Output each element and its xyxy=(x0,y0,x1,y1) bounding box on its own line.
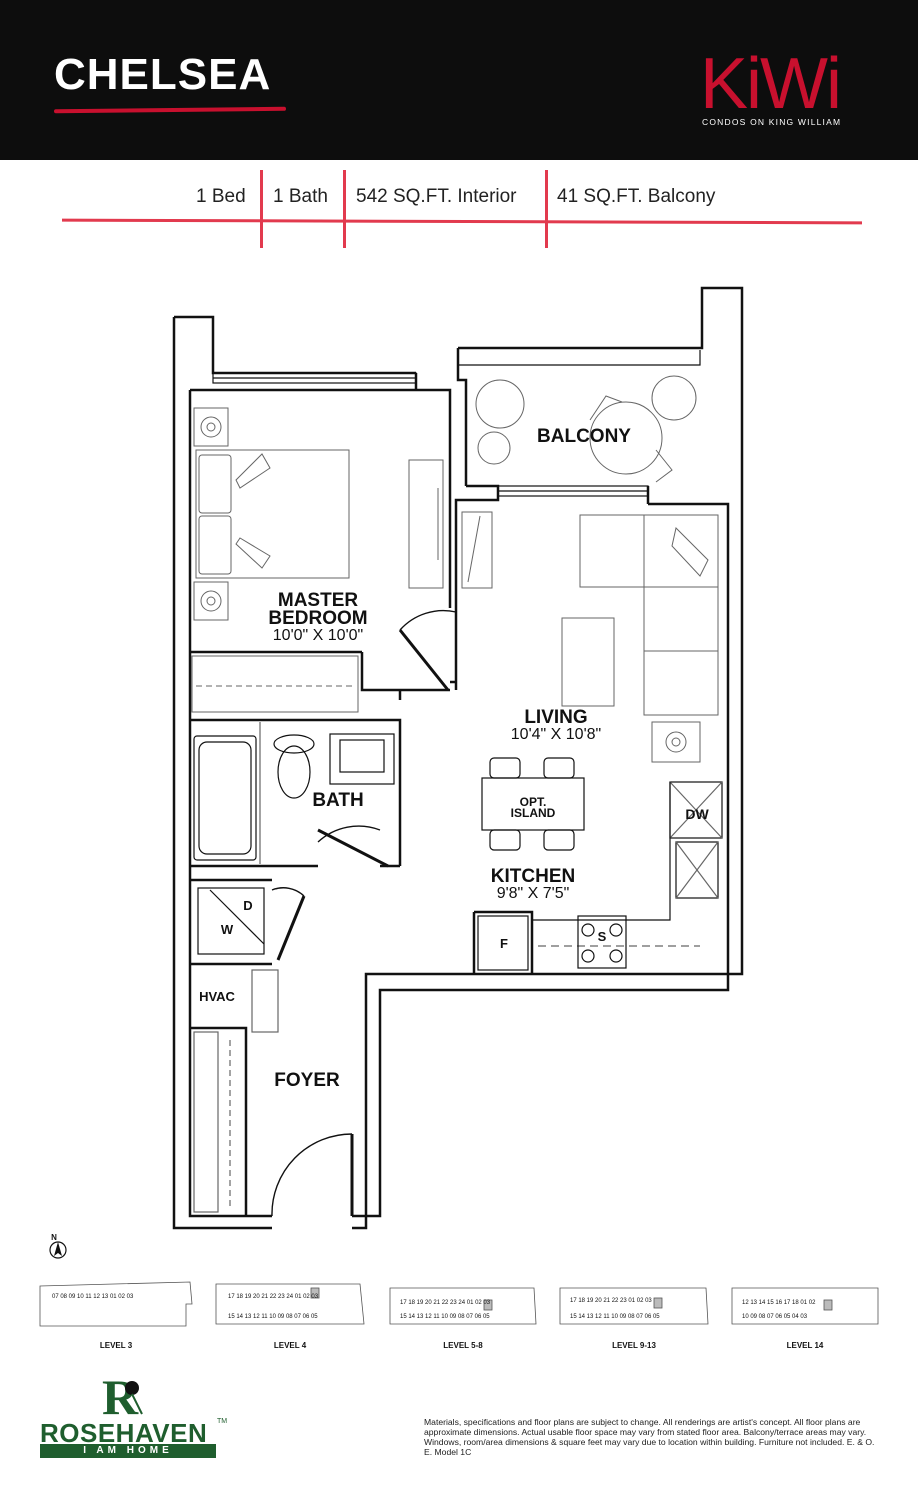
label-stove: S xyxy=(597,929,607,944)
keyplan-label: LEVEL 9-13 xyxy=(612,1341,656,1350)
svg-text:12 13 14 15 16 17 18 01 02: 12 13 14 15 16 17 18 01 02 xyxy=(742,1300,816,1306)
stats-divider xyxy=(260,170,263,248)
keyplan-level-9-13 xyxy=(559,1287,709,1325)
living-furniture xyxy=(461,511,719,763)
dim-living: 10'4" X 10'8" xyxy=(510,726,602,743)
windows xyxy=(212,350,701,497)
keyplan-label: LEVEL 5-8 xyxy=(443,1341,483,1350)
rosehaven-crest-icon: R xyxy=(102,1370,143,1420)
developer-name: ROSEHAVEN xyxy=(40,1418,208,1448)
stats-divider xyxy=(545,170,548,248)
keyplan-label: LEVEL 3 xyxy=(99,1341,133,1350)
svg-text:07 08 09 10 11 12 13 01 02 03: 07 08 09 10 11 12 13 01 02 03 xyxy=(52,1294,134,1300)
keyplan-level-14 xyxy=(731,1287,879,1325)
svg-text:10 09 08 07 06 05 04 03: 10 09 08 07 06 05 04 03 xyxy=(742,1314,808,1320)
balcony-furniture xyxy=(475,375,697,483)
label-dryer: D xyxy=(243,898,253,913)
brand-logo: KiWi xyxy=(700,44,842,124)
svg-text:17 18 19 20 21 22 23 24 01 02: 17 18 19 20 21 22 23 24 01 02 03 xyxy=(400,1300,491,1306)
bedroom-furniture xyxy=(191,407,444,713)
doors xyxy=(271,609,457,1217)
room-label-master-1: MASTER xyxy=(277,590,359,611)
room-label-master-2: BEDROOM xyxy=(268,608,368,629)
svg-text:17 18 19 20 21 22 23 01 02 03: 17 18 19 20 21 22 23 01 02 03 xyxy=(570,1298,652,1304)
keyplan-level-4 xyxy=(215,1283,365,1325)
room-label-living: LIVING xyxy=(524,707,588,728)
compass-north-icon xyxy=(49,1241,67,1259)
dim-kitchen: 9'8" X 7'5" xyxy=(496,885,570,902)
keyplan-level-3 xyxy=(39,1281,193,1327)
room-label-foyer: FOYER xyxy=(274,1070,340,1091)
developer-tm: TM xyxy=(217,1418,228,1425)
compass-label: N xyxy=(51,1233,57,1242)
brand-tagline: CONDOS ON KING WILLIAM xyxy=(702,117,842,127)
kitchen-fixtures xyxy=(477,757,723,971)
svg-text:15 14 13 12 11 10 09 08 07 06: 15 14 13 12 11 10 09 08 07 06 05 xyxy=(570,1314,660,1320)
keyplan-label: LEVEL 14 xyxy=(786,1341,824,1350)
stat-balcony: 41 SQ.FT. Balcony xyxy=(557,186,716,207)
svg-text:17 18 19 20 21 22 23 24 01 02: 17 18 19 20 21 22 23 24 01 02 03 xyxy=(228,1294,319,1300)
laundry-hvac xyxy=(193,887,279,1213)
keyplan-label: LEVEL 4 xyxy=(273,1341,307,1350)
room-label-bath: BATH xyxy=(312,790,364,811)
svg-text:15 14 13 12 11 10 09 08 07 06: 15 14 13 12 11 10 09 08 07 06 05 xyxy=(228,1314,318,1320)
stat-bed: 1 Bed xyxy=(196,186,246,207)
header-bar: CHELSEA KiWi CONDOS ON KING WILLIAM xyxy=(0,0,918,160)
label-dishwasher: DW xyxy=(685,806,709,822)
room-label-kitchen: KITCHEN xyxy=(490,866,576,887)
stat-interior: 542 SQ.FT. Interior xyxy=(356,186,517,207)
developer-slogan: I AM HOME xyxy=(40,1444,216,1458)
bath-fixtures xyxy=(193,722,395,864)
label-fridge: F xyxy=(500,936,508,951)
dim-master-bedroom: 10'0" X 10'0" xyxy=(272,627,364,644)
keyplan-level-5-8 xyxy=(389,1287,537,1325)
disclaimer-text: Materials, specifications and floor plan… xyxy=(424,1417,875,1457)
label-opt-island-2: ISLAND xyxy=(510,806,556,820)
stats-divider xyxy=(343,170,346,248)
label-opt-island-1: OPT. xyxy=(519,795,547,809)
unit-name: CHELSEA xyxy=(54,50,272,99)
svg-text:15 14 13 12 11 10 09 08 07 06: 15 14 13 12 11 10 09 08 07 06 05 xyxy=(400,1314,490,1320)
room-label-balcony: BALCONY xyxy=(537,426,631,447)
label-hvac: HVAC xyxy=(199,989,235,1004)
stat-bath: 1 Bath xyxy=(273,186,328,207)
key-plans: 07 08 09 10 11 12 13 01 02 03 17 18 19 2… xyxy=(39,1281,879,1327)
label-washer: W xyxy=(220,922,234,937)
exterior-walls xyxy=(172,286,744,1230)
